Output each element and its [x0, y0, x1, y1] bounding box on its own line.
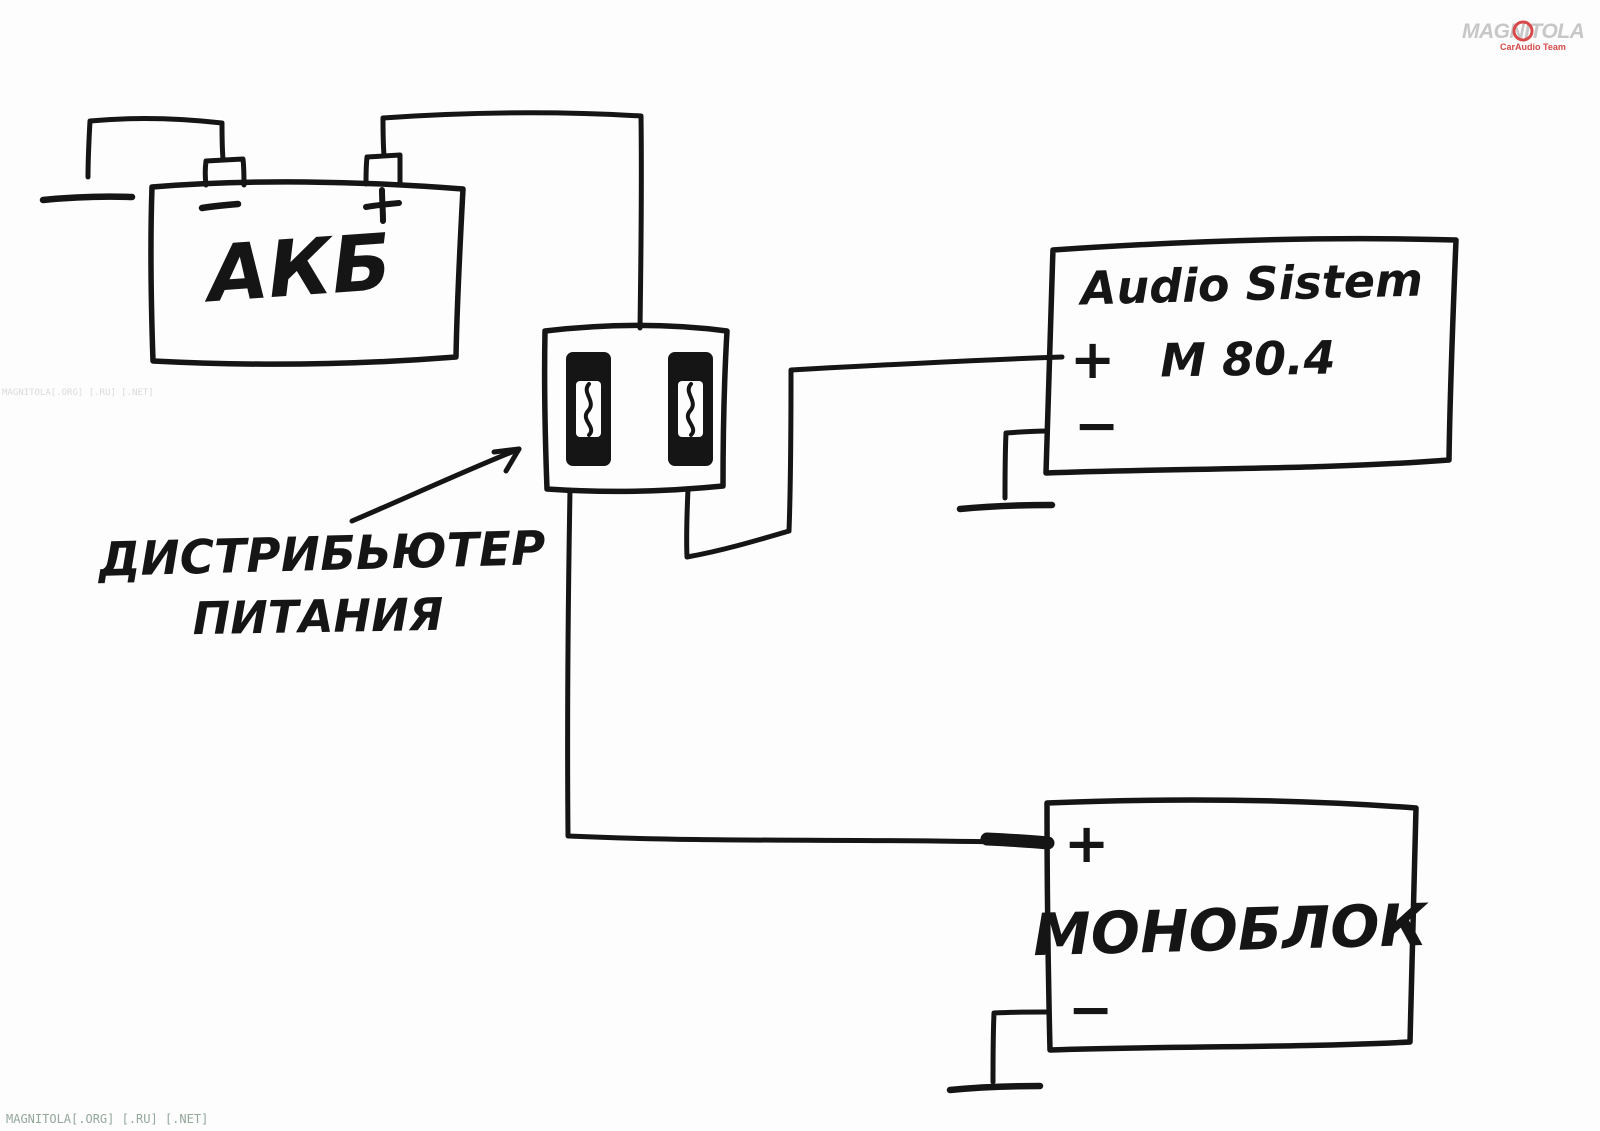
site-logo: MAGNITOLA CarAudio Team — [1462, 20, 1585, 52]
ground-icon-monoblock — [946, 1082, 1044, 1094]
distributor-box — [541, 322, 730, 495]
monoblock-label: МОНОБЛОК — [1032, 891, 1430, 969]
monoblock-plus-mark: + — [1064, 812, 1109, 875]
amplifier-minus-mark: − — [1074, 394, 1119, 457]
battery-minus-mark — [198, 200, 242, 212]
watermark-footer: MAGNITOLA[.ORG] [.RU] [.NET] — [6, 1112, 208, 1126]
watermark-side: MAGNITOLA[.ORG] [.RU] [.NET] — [2, 388, 154, 398]
amplifier-model: M 80.4 — [1160, 330, 1336, 387]
wire-battery-plus-to-distributor — [380, 110, 644, 331]
amplifier-block: Audio Sistem M 80.4 + − — [1043, 235, 1459, 476]
battery-plus-terminal — [363, 152, 403, 187]
wire-amplifier-minus-to-ground — [1002, 428, 1050, 501]
wire-monoblock-contact-blob — [980, 832, 1055, 850]
monoblock-box — [1044, 797, 1419, 1053]
site-logo-ring-icon — [1512, 20, 1534, 42]
distributor-block — [541, 322, 730, 495]
arrow-to-distributor — [349, 446, 522, 524]
site-logo-subtitle: CarAudio Team — [1500, 42, 1566, 52]
wire-monoblock-minus-to-ground — [990, 1009, 1049, 1085]
wire-distributor-to-amplifier — [684, 354, 1065, 560]
fuse-icon-left — [566, 352, 611, 466]
monoblock-block: МОНОБЛОК + − — [1032, 797, 1430, 1053]
amplifier-title: Audio Sistem — [1077, 253, 1423, 316]
battery-box — [148, 179, 466, 367]
distributor-label-line2: ПИТАНИЯ — [192, 588, 444, 645]
wire-distributor-to-monoblock — [565, 487, 1043, 846]
amplifier-plus-mark: + — [1070, 328, 1115, 391]
monoblock-minus-mark: − — [1068, 978, 1113, 1041]
ground-icon-battery — [39, 193, 136, 204]
fuse-icon-right — [668, 352, 713, 466]
wire-battery-minus-to-ground — [85, 116, 226, 180]
distributor-label-line1: ДИСТРИБЬЮТЕР — [96, 521, 546, 588]
battery-label: АКБ — [199, 218, 394, 321]
ground-icon-amplifier — [956, 501, 1056, 513]
site-logo-text: MAGNITOLA — [1462, 20, 1584, 43]
battery-plus-mark — [363, 187, 402, 224]
battery-block: АКБ — [148, 152, 466, 367]
